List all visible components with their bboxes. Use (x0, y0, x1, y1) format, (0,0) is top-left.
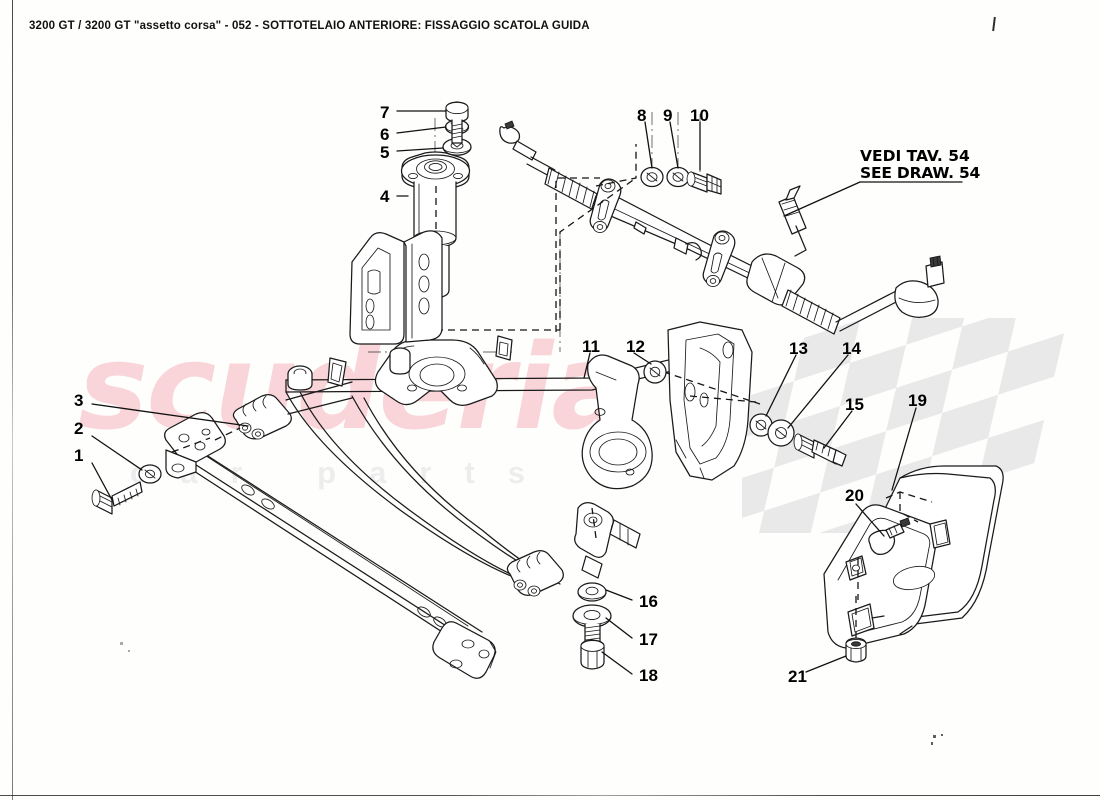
callout-8: 8 (637, 106, 647, 125)
part-18-bolt-with-nut (580, 623, 605, 670)
callout-9: 9 (663, 106, 673, 125)
callout-11: 11 (582, 337, 600, 356)
callout-21: 21 (788, 667, 807, 686)
rack-mount-bracket-right (702, 230, 736, 288)
subframe-left-nose (232, 394, 292, 440)
part-12-flat-washer (643, 360, 667, 384)
print-speck (941, 734, 943, 736)
callout-14: 14 (842, 339, 861, 358)
callout-19: 19 (908, 391, 927, 410)
callout-20: 20 (845, 486, 864, 505)
callout-4: 4 (380, 187, 390, 206)
steering-rack-assembly (435, 120, 945, 335)
callout-13: 13 (789, 339, 808, 358)
print-speck (120, 642, 123, 645)
part-13-flat-washer (749, 413, 773, 437)
steering-bellows-right (781, 289, 841, 335)
callout-16: 16 (639, 592, 658, 611)
callout-3: 3 (74, 391, 84, 410)
callout-17: 17 (639, 630, 658, 649)
rack-mount-bracket-left (589, 178, 622, 234)
callout-7: 7 (380, 103, 390, 122)
cross-reference-note: VEDI TAV. 54 SEE DRAW. 54 (860, 147, 981, 183)
callout-6: 6 (380, 125, 390, 144)
part-1-hex-bolt (91, 481, 143, 515)
part-16-flat-washer (577, 582, 607, 602)
callout-10: 10 (690, 106, 709, 125)
cross-reference-english: SEE DRAW. 54 (860, 164, 981, 183)
subframe-upright-tower (349, 230, 443, 345)
callout-12: 12 (626, 337, 645, 356)
callout-2: 2 (74, 419, 84, 438)
subframe-right-plate (667, 321, 753, 481)
callout-leader-lines (91, 110, 963, 675)
part-15-hex-bolt (793, 433, 847, 467)
part-2-flat-washer (138, 464, 162, 484)
page-title: 3200 GT / 3200 GT "assetto corsa" - 052 … (29, 20, 590, 32)
sheet-border-bottom (0, 795, 1100, 796)
subframe-right-knuckle (581, 354, 653, 490)
part-14-flat-washer (767, 419, 795, 447)
subframe-bottom-right-endplate (432, 621, 497, 679)
sheet-border-left (12, 0, 13, 800)
part-11-front-subframe (164, 230, 761, 679)
print-speck (128, 650, 130, 652)
subframe-bottom-left-endplate (164, 412, 226, 479)
callout-5: 5 (380, 143, 390, 162)
part-9-flat-washer (666, 166, 690, 188)
part-19-under-shield-cover (823, 465, 1004, 649)
subframe-left-collar (287, 365, 313, 391)
subframe-centre-lower-bracket (574, 502, 641, 579)
part-21-shield-nut (845, 637, 867, 663)
part-8-flat-washer (640, 166, 664, 188)
cross-reference-italian: VEDI TAV. 54 (860, 147, 970, 165)
callout-18: 18 (639, 666, 658, 685)
print-speck (931, 742, 933, 745)
part-20-shield-screw (868, 517, 911, 555)
subframe-front-nose (506, 550, 564, 597)
callout-15: 15 (845, 395, 864, 414)
print-speck (933, 735, 936, 738)
part-7-hex-bolt (445, 101, 469, 148)
part-10-hex-flange-bolt (686, 171, 722, 195)
subframe-tower-bush (389, 347, 411, 375)
callout-1: 1 (74, 446, 84, 465)
part-17-large-flat-washer (572, 604, 612, 628)
subframe-centre-mount-plate (374, 339, 498, 406)
